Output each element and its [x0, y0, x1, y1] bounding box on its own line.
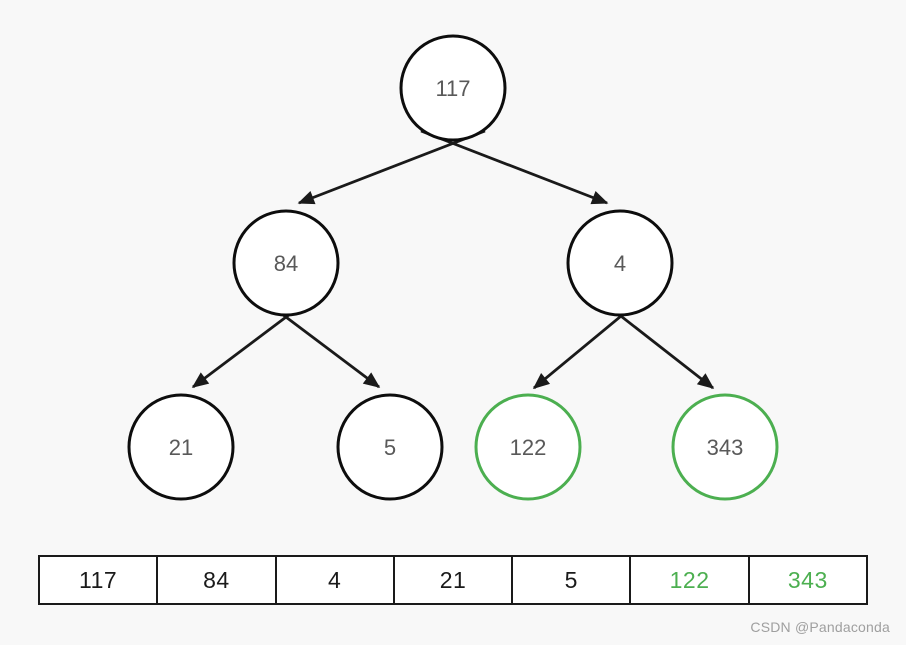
tree-node-circle	[127, 393, 235, 501]
tree-edge-117-4	[420, 129, 609, 205]
tree-node-value: 4	[614, 251, 626, 276]
tree-node-circle	[336, 393, 444, 501]
tree-node-left-right: 5	[336, 393, 444, 501]
tree-edge-117-84	[297, 129, 486, 205]
array-cell: 84	[158, 557, 277, 603]
tree-node-left: 84	[232, 209, 340, 317]
tree-node-root: 117	[399, 34, 507, 142]
tree-node-left-left: 21	[127, 393, 235, 501]
tree-node-value: 84	[274, 251, 298, 276]
tree-node-circle-highlighted	[474, 393, 582, 501]
array-representation: 117 84 4 21 5 122 343	[38, 555, 868, 605]
tree-node-value: 5	[384, 435, 396, 460]
tree-node-circle	[399, 34, 507, 142]
tree-node-right-right-highlighted: 343	[671, 393, 779, 501]
array-cell-highlighted: 122	[631, 557, 750, 603]
tree-node-value: 117	[435, 76, 470, 101]
array-cell: 5	[513, 557, 632, 603]
array-cell-highlighted: 343	[787, 566, 828, 593]
tree-node-circle	[232, 209, 340, 317]
array-cell: 4	[277, 557, 395, 603]
tree-node-right-left-highlighted: 122	[474, 393, 582, 501]
tree-node-circle-highlighted	[671, 393, 779, 501]
tree-node-circle	[566, 209, 674, 317]
tree-node-value: 122	[510, 435, 547, 460]
tree-node-value: 343	[707, 435, 744, 460]
tree-nodes: 117 84 4 21 5 122	[127, 34, 779, 501]
tree-node-right: 4	[566, 209, 674, 317]
tree-canvas: 117 84 4 21 5 122	[127, 34, 779, 501]
tree-node-value: 21	[169, 435, 193, 460]
array-cell: 21	[395, 557, 514, 603]
watermark: CSDN @Pandaconda	[750, 619, 890, 635]
array-cell: 117	[40, 557, 159, 603]
